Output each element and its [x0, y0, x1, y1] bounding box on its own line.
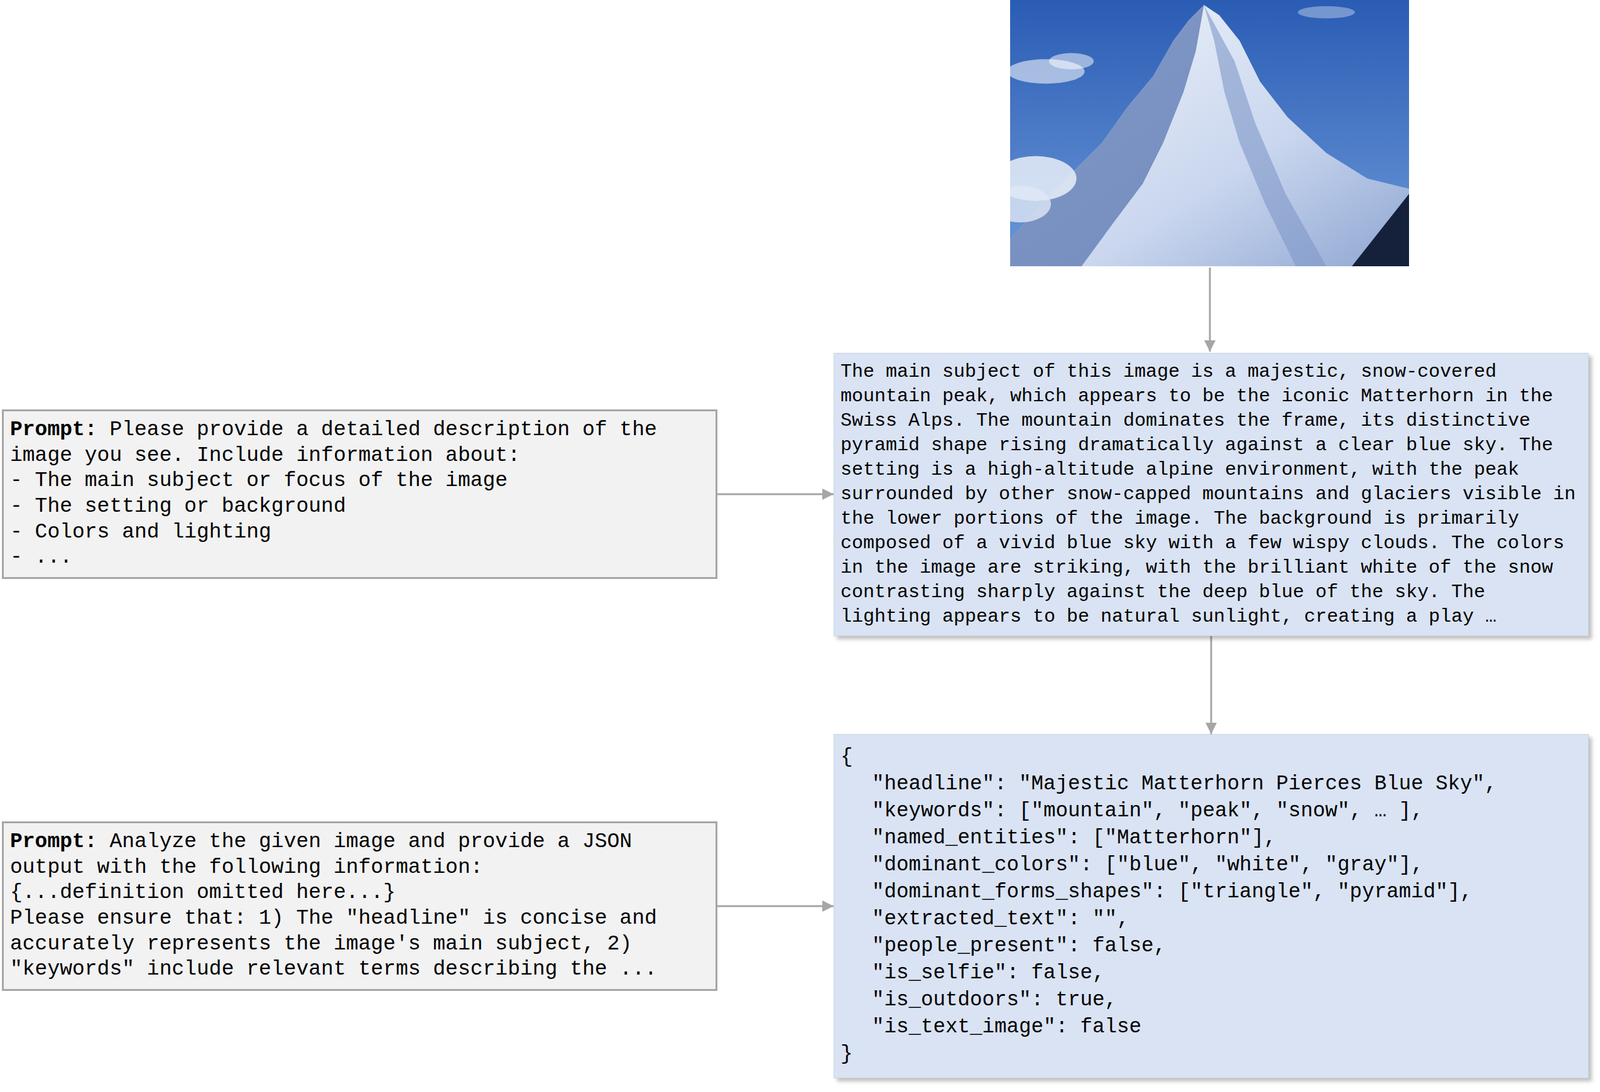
json-line: "is_outdoors": true,: [840, 986, 1582, 1014]
description-box: The main subject of this image is a maje…: [833, 353, 1589, 637]
json-line: "is_text_image": false: [840, 1013, 1582, 1041]
json-line: "is_selfie": false,: [840, 959, 1582, 987]
prompt-box: Prompt:Analyze the given image and provi…: [1, 821, 718, 992]
json-line: "dominant_colors": ["blue", "white", "gr…: [840, 851, 1582, 879]
prompt-paragraph: Prompt:Analyze the given image and provi…: [10, 829, 710, 881]
prompt-line: - ...: [10, 545, 710, 572]
prompt-text: Please provide a detailed description of…: [10, 418, 658, 468]
json-line: }: [840, 1040, 1582, 1068]
prompt-text: Analyze the given image and provide a JS…: [10, 830, 632, 880]
prompt-line: Please ensure that: 1) The "headline" is…: [10, 906, 710, 984]
mountain-photo: [1010, 0, 1410, 267]
prompt-box: Prompt:Please provide a detailed descrip…: [1, 409, 718, 580]
prompt-label: Prompt:: [10, 418, 98, 442]
flow-arrow: [1210, 636, 1213, 735]
json-line: "extracted_text": "",: [840, 905, 1582, 933]
prompt-line: - Colors and lighting: [10, 520, 710, 546]
json-line: {: [840, 743, 1582, 771]
json-output-box: {"headline": "Majestic Matterhorn Pierce…: [833, 734, 1589, 1079]
json-line: "dominant_forms_shapes": ["triangle", "p…: [840, 878, 1582, 906]
prompt-line: - The main subject or focus of the image: [10, 468, 710, 495]
flow-arrow: [717, 905, 834, 908]
json-line: "people_present": false,: [840, 932, 1582, 960]
description-text: The main subject of this image is a maje…: [840, 359, 1582, 630]
prompt-line: - The setting or background: [10, 494, 710, 521]
json-line: "named_entities": ["Matterhorn"],: [840, 824, 1582, 852]
prompt-label: Prompt:: [10, 830, 98, 854]
flow-arrow: [717, 493, 834, 496]
image-arrow: [1209, 267, 1212, 352]
prompt-paragraph: Prompt:Please provide a detailed descrip…: [10, 417, 710, 469]
prompt-line: {...definition omitted here...}: [10, 880, 710, 907]
json-line: "headline": "Majestic Matterhorn Pierces…: [840, 770, 1582, 798]
json-line: "keywords": ["mountain", "peak", "snow",…: [840, 797, 1582, 825]
